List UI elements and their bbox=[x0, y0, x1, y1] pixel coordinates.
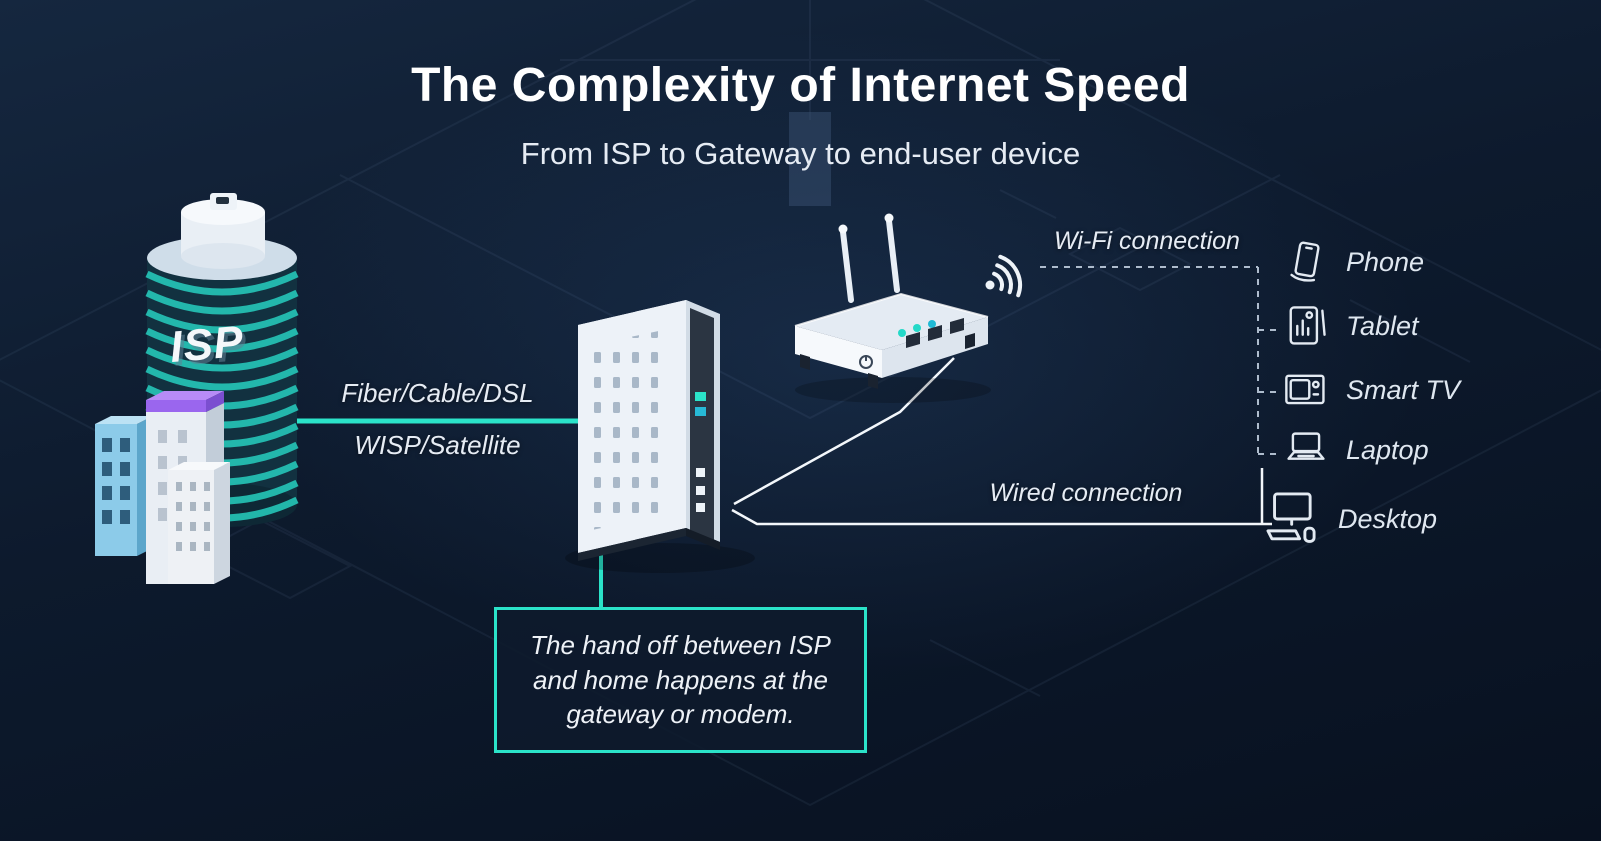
page-title: The Complexity of Internet Speed bbox=[411, 59, 1190, 112]
gateway-callout-box: The hand off between ISP and home happen… bbox=[494, 607, 867, 753]
isp-building-label: ISP bbox=[167, 316, 246, 373]
device-label-phone: Phone bbox=[1346, 246, 1425, 277]
wifi-connection-label: Wi-Fi connection bbox=[1054, 227, 1240, 255]
router-port bbox=[950, 318, 964, 334]
laptop-icon bbox=[1287, 432, 1325, 460]
device-row-desktop: Desktop bbox=[1264, 490, 1437, 548]
device-row-smart-tv: Smart TV bbox=[1282, 366, 1460, 414]
device-label-smart-tv: Smart TV bbox=[1346, 374, 1461, 405]
router-led bbox=[913, 324, 921, 332]
router-antenna bbox=[886, 218, 900, 293]
modem-router-line bbox=[733, 357, 955, 506]
modem-port bbox=[696, 486, 705, 495]
satellite-connection-label: WISP/Satellite bbox=[354, 430, 521, 460]
wifi-router bbox=[794, 213, 991, 403]
device-label-desktop: Desktop bbox=[1338, 503, 1438, 534]
desktop-icon bbox=[1266, 492, 1316, 543]
wifi-dashed-lines bbox=[1040, 266, 1281, 455]
fiber-connection-label: Fiber/Cable/DSL bbox=[341, 378, 534, 408]
modem-port bbox=[696, 468, 705, 477]
device-label-laptop: Laptop bbox=[1346, 434, 1429, 465]
router-led bbox=[928, 320, 936, 328]
tablet-icon bbox=[1289, 306, 1326, 345]
device-label-tablet: Tablet bbox=[1346, 310, 1419, 341]
page-subtitle: From ISP to Gateway to end-user device bbox=[520, 136, 1081, 171]
router-port bbox=[928, 325, 942, 341]
gateway-callout-text: The hand off between ISP and home happen… bbox=[530, 630, 831, 730]
device-row-laptop: Laptop bbox=[1282, 426, 1429, 474]
phone-icon bbox=[1290, 241, 1320, 282]
city-buildings bbox=[95, 391, 230, 584]
purple-roof bbox=[146, 391, 224, 400]
modem-side-panel bbox=[690, 308, 714, 540]
smart-tv-icon bbox=[1285, 374, 1325, 405]
modem-port bbox=[696, 503, 705, 512]
modem-led bbox=[695, 392, 706, 401]
wired-connection-label: Wired connection bbox=[989, 479, 1183, 507]
modem-gateway bbox=[565, 300, 755, 573]
modem-vent-dots bbox=[592, 329, 668, 530]
floorplan-door bbox=[789, 112, 831, 206]
device-row-tablet: Tablet bbox=[1282, 302, 1419, 350]
router-antenna bbox=[840, 229, 854, 303]
device-row-phone: Phone bbox=[1282, 238, 1424, 286]
modem-led bbox=[695, 407, 706, 416]
router-led bbox=[898, 329, 906, 337]
wired-line bbox=[731, 468, 1272, 526]
wifi-signal-icon bbox=[985, 254, 1022, 298]
router-port bbox=[906, 332, 920, 348]
